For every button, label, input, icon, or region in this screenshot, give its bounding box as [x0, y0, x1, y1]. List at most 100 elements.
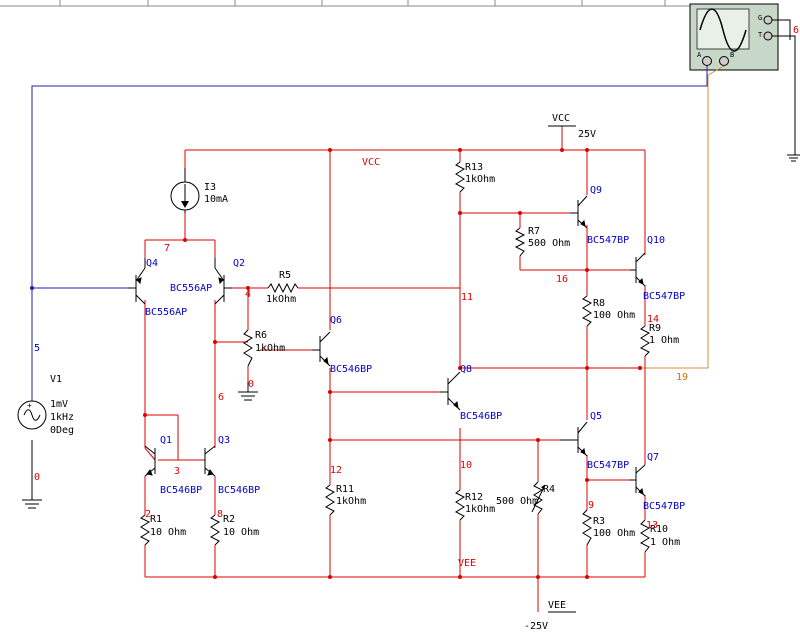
scope-terminal-g[interactable]: [763, 15, 773, 25]
net-label-8: 8: [217, 509, 223, 520]
resistor-r2[interactable]: R2 10 Ohm: [209, 514, 259, 546]
net-label-5: 5: [34, 343, 40, 354]
resistor-r11[interactable]: R11 1kOhm: [324, 484, 366, 516]
net-label-14: 14: [647, 314, 659, 325]
transistor-q7[interactable]: Q7 BC547BP: [630, 452, 685, 512]
q4-model: BC556AP: [145, 307, 187, 318]
q9-model: BC547BP: [587, 235, 629, 246]
net-label-0-r6: 0: [248, 379, 254, 390]
q2-ref: Q2: [233, 258, 245, 269]
transistor-q1[interactable]: Q1 BC546BP: [144, 435, 202, 496]
net-label-19: 19: [676, 372, 688, 383]
scope-pin-a: A: [697, 51, 702, 59]
r7-ref: R7: [528, 226, 540, 237]
transistor-q6[interactable]: Q6 BC546BP: [312, 315, 372, 375]
r12-value: 1kOhm: [465, 504, 495, 515]
net-label-11: 11: [461, 292, 473, 303]
resistor-r3[interactable]: R3 100 Ohm: [582, 509, 635, 546]
r5-value: 1kOhm: [266, 294, 296, 305]
resistor-r5[interactable]: R5 1kOhm: [266, 270, 299, 305]
vee-symbol-value: -25V: [524, 621, 548, 632]
scope-terminal-t[interactable]: [763, 31, 773, 41]
v1-amplitude: 1mV: [50, 399, 68, 410]
r1-value: 10 Ohm: [150, 527, 186, 538]
r7-value: 500 Ohm: [528, 238, 570, 249]
ground-and-supply-symbols: [22, 125, 576, 613]
net-label-2: 2: [145, 509, 151, 520]
resistor-r13[interactable]: R13 1kOhm: [454, 161, 495, 193]
q3-ref: Q3: [218, 435, 230, 446]
vcc-net-label: VCC: [362, 157, 380, 168]
vee-net-label: VEE: [458, 558, 476, 569]
q3-model: BC546BP: [218, 485, 260, 496]
net-label-12: 12: [330, 465, 342, 476]
q6-model: BC546BP: [330, 364, 372, 375]
q5-ref: Q5: [590, 411, 602, 422]
resistor-r8[interactable]: R8 100 Ohm: [581, 295, 635, 327]
q4-ref: Q4: [146, 258, 158, 269]
transistor-q9[interactable]: Q9 BC547BP: [570, 185, 629, 246]
r8-ref: R8: [593, 298, 605, 309]
r9-ref: R9: [649, 323, 661, 334]
r3-ref: R3: [593, 516, 605, 527]
transistor-q4[interactable]: Q4 BC556AP: [128, 258, 187, 318]
scope-pin-t: T: [758, 31, 763, 39]
net-label-16: 16: [556, 274, 568, 285]
scope-waveform: [699, 8, 747, 52]
q2-model: BC556AP: [170, 283, 212, 294]
scope-terminal-b[interactable]: [719, 56, 729, 66]
q7-model: BC547BP: [643, 501, 685, 512]
oscilloscope[interactable]: G T A B: [689, 3, 779, 71]
transistor-q5[interactable]: Q5 BC547BP: [560, 411, 629, 471]
v1-frequency: 1kHz: [50, 412, 74, 423]
resistor-r6[interactable]: R6 1kOhm: [243, 329, 285, 367]
scope-terminal-a[interactable]: [702, 56, 712, 66]
scope-pin-g: G: [758, 14, 762, 22]
r3-value: 100 Ohm: [593, 528, 635, 539]
q6-ref: Q6: [330, 315, 342, 326]
r13-ref: R13: [465, 162, 483, 173]
resistor-r10[interactable]: R10 1 Ohm: [639, 519, 680, 553]
q1-ref: Q1: [160, 435, 172, 446]
top-grid-strip: [0, 0, 690, 7]
net-label-0-v1: 0: [34, 472, 40, 483]
r12-ref: R12: [465, 492, 483, 503]
transistor-q2[interactable]: Q2 BC556AP: [170, 258, 245, 305]
transistor-q8[interactable]: Q8 BC546BP: [440, 364, 502, 422]
r11-ref: R11: [336, 484, 354, 495]
r2-ref: R2: [223, 514, 235, 525]
net-label-3: 3: [174, 466, 180, 477]
v1-name: V1: [50, 374, 62, 385]
resistor-r1[interactable]: R1 10 Ohm: [139, 514, 186, 546]
q7-ref: Q7: [647, 452, 659, 463]
net-label-7: 7: [164, 243, 170, 254]
resistor-r12[interactable]: R12 1kOhm: [454, 489, 495, 521]
net-label-10: 10: [460, 460, 472, 471]
r8-value: 100 Ohm: [593, 310, 635, 321]
net-label-6: 6: [218, 392, 224, 403]
i3-value: 10mA: [204, 194, 228, 205]
q9-ref: Q9: [590, 185, 602, 196]
r5-ref: R5: [279, 270, 291, 281]
r13-value: 1kOhm: [465, 174, 495, 185]
current-source-i3[interactable]: I3 10mA: [170, 168, 228, 213]
scope-pin-b: B: [730, 51, 734, 59]
transistor-q3[interactable]: Q3 BC546BP: [204, 435, 260, 496]
r4-ref: R4: [543, 484, 555, 495]
r10-value: 1 Ohm: [650, 537, 680, 548]
ac-source-v1[interactable]: + V1 1mV 1kHz 0Deg: [17, 374, 74, 436]
resistor-r9[interactable]: R9 1 Ohm: [639, 323, 679, 357]
q8-ref: Q8: [460, 364, 472, 375]
svg-text:+: +: [27, 401, 32, 410]
resistor-r7[interactable]: R7 500 Ohm: [514, 226, 570, 257]
r1-ref: R1: [150, 514, 162, 525]
junction-dots: [30, 148, 642, 579]
q1-model: BC546BP: [160, 485, 202, 496]
r4-value: 500 Ohm: [496, 496, 538, 507]
transistor-q10[interactable]: Q10 BC547BP: [630, 235, 685, 302]
resistor-r4[interactable]: R4 500 Ohm: [496, 481, 555, 515]
net-label-9: 9: [588, 500, 594, 511]
net-label-13: 13: [646, 520, 658, 531]
r11-value: 1kOhm: [336, 496, 366, 507]
